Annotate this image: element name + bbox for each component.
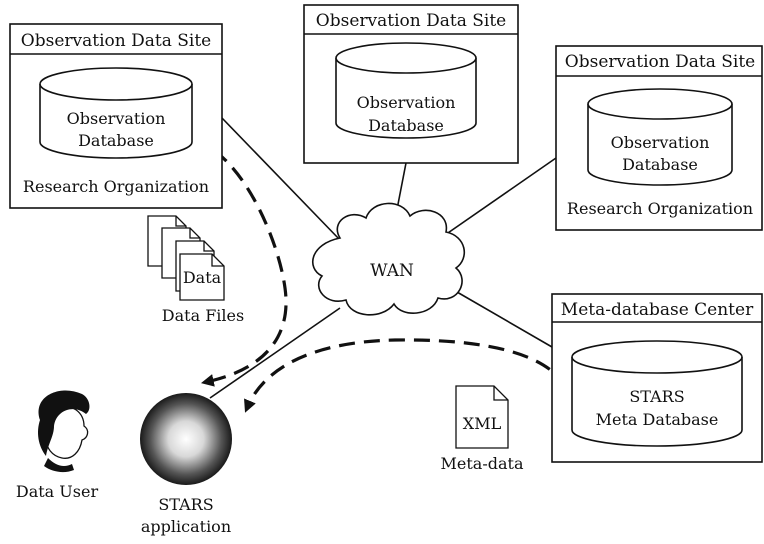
- database-label-line2: Database: [368, 116, 444, 135]
- observation-database-cylinder: [587, 88, 733, 186]
- site-title: Observation Data Site: [565, 52, 755, 72]
- app-label-line2: application: [141, 517, 231, 536]
- site-title: Observation Data Site: [21, 31, 211, 51]
- observation-site-middle: Observation Data Site Observation Databa…: [303, 4, 519, 164]
- observation-database-cylinder: [335, 42, 477, 139]
- database-label-line2: Database: [78, 131, 154, 150]
- data-user-label: Data User: [16, 482, 99, 501]
- meta-database-cylinder: [571, 340, 743, 447]
- observation-site-right: Observation Data Site Observation Databa…: [555, 45, 763, 231]
- site-title: Observation Data Site: [316, 11, 506, 31]
- data-file-label: Data: [183, 268, 222, 287]
- meta-db-label-line2: Meta Database: [596, 410, 719, 429]
- database-label-line1: Observation: [357, 93, 456, 112]
- wan-cloud-icon: [312, 202, 466, 316]
- link-stars-application: [209, 307, 341, 399]
- metadata-flow-arrow: [244, 338, 574, 413]
- link-meta-center: [456, 291, 553, 348]
- data-files-icon: [147, 215, 225, 301]
- database-label-line2: Database: [622, 155, 698, 174]
- data-user-icon: [38, 390, 90, 473]
- center-title: Meta-database Center: [561, 300, 754, 320]
- meta-database-center: Meta-database Center STARS Meta Database: [551, 293, 763, 463]
- app-label-line1: STARS: [158, 495, 213, 514]
- data-flow-arrow: [191, 138, 288, 387]
- link-left-site: [221, 117, 341, 241]
- observation-database-cylinder: [39, 67, 193, 159]
- data-files-caption: Data Files: [162, 306, 244, 325]
- metadata-caption: Meta-data: [441, 454, 524, 473]
- wan-label: WAN: [370, 261, 414, 281]
- network-links: [209, 117, 557, 399]
- database-label-line1: Observation: [67, 109, 166, 128]
- organization-label: Research Organization: [567, 199, 753, 218]
- meta-db-label-line1: STARS: [629, 387, 684, 406]
- organization-label: Research Organization: [23, 177, 209, 196]
- xml-document-icon: [455, 385, 509, 449]
- xml-label: XML: [463, 414, 502, 433]
- link-right-site: [431, 157, 557, 245]
- stars-application-sphere-icon: [140, 393, 232, 485]
- database-label-line1: Observation: [611, 133, 710, 152]
- observation-site-left: Observation Data Site Observation Databa…: [9, 23, 223, 209]
